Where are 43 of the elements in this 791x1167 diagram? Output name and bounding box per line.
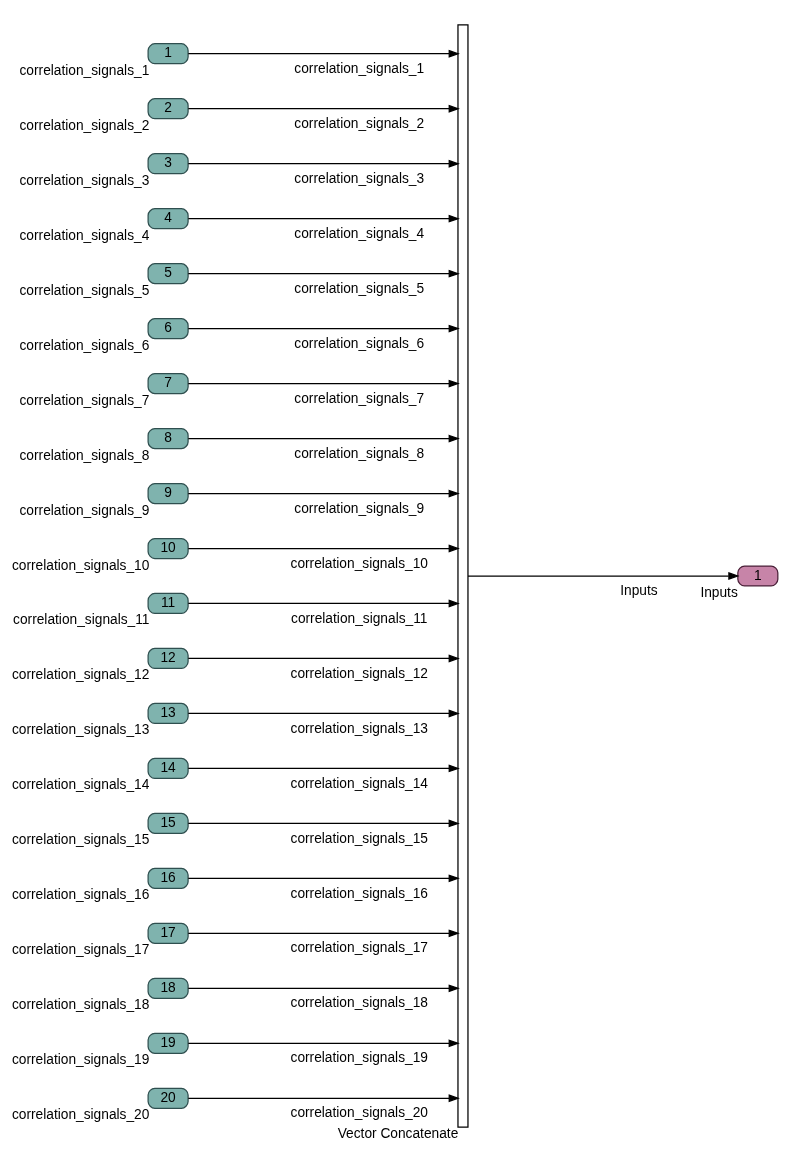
node-label: correlation_signals_17 xyxy=(11,942,150,958)
node-label: correlation_signals_20 xyxy=(11,1107,150,1123)
node-label: correlation_signals_5 xyxy=(19,282,150,298)
node-label: correlation_signals_6 xyxy=(19,337,150,353)
edge-label: correlation_signals_11 xyxy=(291,610,428,626)
edge-label: correlation_signals_6 xyxy=(294,335,425,351)
edge-label: correlation_signals_19 xyxy=(290,1050,428,1066)
edge-label: correlation_signals_4 xyxy=(294,225,425,241)
edge-label: correlation_signals_17 xyxy=(290,940,428,956)
edge-label: correlation_signals_18 xyxy=(290,995,428,1011)
edge-label: correlation_signals_9 xyxy=(294,500,425,516)
node-label: correlation_signals_7 xyxy=(19,392,150,408)
edge-label: correlation_signals_2 xyxy=(294,115,425,131)
node-label: correlation_signals_10 xyxy=(11,557,150,573)
edge-label: correlation_signals_15 xyxy=(290,830,428,846)
node-label: correlation_signals_11 xyxy=(13,612,150,628)
node-label: correlation_signals_3 xyxy=(19,172,150,188)
node-label: correlation_signals_8 xyxy=(19,447,150,463)
edge-label: correlation_signals_13 xyxy=(290,720,428,736)
node-label: correlation_signals_19 xyxy=(11,1052,150,1068)
edge-label: correlation_signals_1 xyxy=(294,60,425,76)
edge-label: correlation_signals_5 xyxy=(294,280,425,296)
node-label: correlation_signals_13 xyxy=(11,722,150,738)
edge-label: correlation_signals_3 xyxy=(294,170,425,186)
edge-label: correlation_signals_14 xyxy=(290,775,428,791)
edge-label: correlation_signals_7 xyxy=(294,390,425,406)
edge-label: correlation_signals_10 xyxy=(290,555,428,571)
edge-label: correlation_signals_8 xyxy=(294,445,425,461)
node-label: correlation_signals_18 xyxy=(11,997,150,1013)
node-label: correlation_signals_15 xyxy=(11,832,150,848)
node-label: correlation_signals_9 xyxy=(19,502,150,518)
node-label: correlation_signals_12 xyxy=(11,667,150,683)
node-label: Inputs xyxy=(700,584,738,600)
node-label: correlation_signals_1 xyxy=(19,62,150,78)
node-label: correlation_signals_14 xyxy=(11,777,150,793)
edge-label: correlation_signals_20 xyxy=(290,1105,428,1121)
edge-label: Inputs xyxy=(620,583,658,599)
node-label: correlation_signals_16 xyxy=(11,887,150,903)
node-label: correlation_signals_4 xyxy=(19,227,150,243)
node-label: Vector Concatenate xyxy=(337,1126,459,1141)
edge-label: correlation_signals_12 xyxy=(290,665,428,681)
node-label: correlation_signals_2 xyxy=(19,117,150,133)
edge-label: correlation_signals_16 xyxy=(290,885,428,901)
